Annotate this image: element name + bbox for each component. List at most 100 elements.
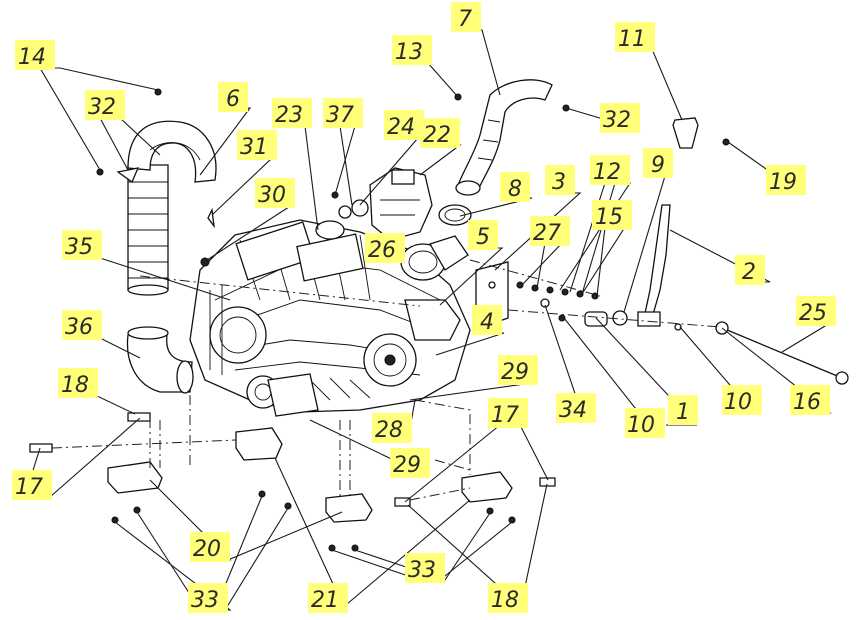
callout-highlight (498, 355, 538, 385)
callout-highlight (468, 220, 498, 250)
callout-28: 28 (372, 413, 412, 443)
callout-highlight (420, 118, 460, 148)
callout-highlight (237, 130, 277, 160)
intake-tube (127, 164, 169, 296)
callout-highlight (323, 98, 363, 128)
callout-highlight (15, 40, 55, 70)
throttle-body (315, 167, 433, 241)
engine-block (189, 219, 471, 413)
callout-highlight (615, 22, 655, 52)
fasteners-row (516, 281, 599, 300)
callout-21: 21 (308, 583, 348, 613)
callout-27: 27 (530, 216, 570, 246)
callout-highlight (488, 398, 528, 428)
shift-lever (637, 204, 671, 327)
callout-21-label: 21 (311, 588, 339, 613)
callout-highlight (556, 393, 596, 423)
callout-13: 13 (392, 35, 432, 65)
callout-7-label: 7 (458, 7, 472, 32)
callout-24: 24 (384, 110, 424, 140)
callout-highlight (722, 385, 762, 415)
callout-32b-label: 32 (603, 108, 631, 133)
callout-18a: 18 (58, 368, 98, 398)
callout-15-label: 15 (595, 205, 623, 230)
shift-knob (672, 117, 730, 149)
callout-32a-label: 32 (88, 95, 116, 120)
callout-32a: 32 (85, 90, 125, 120)
callout-23-label: 23 (275, 103, 303, 128)
callout-23: 23 (272, 98, 312, 128)
callout-highlight (384, 110, 424, 140)
callout-3-label: 3 (552, 170, 566, 195)
callout-highlight (308, 583, 348, 613)
upper-duct (455, 79, 553, 196)
callout-highlight (372, 413, 412, 443)
callout-4: 4 (472, 305, 502, 335)
callout-27-label: 27 (533, 221, 561, 246)
callout-highlight (272, 98, 312, 128)
callout-37: 37 (323, 98, 363, 128)
lower-elbow (126, 326, 194, 394)
callout-highlight (85, 90, 125, 120)
callout-33a-label: 33 (191, 588, 219, 613)
callout-29a-label: 29 (501, 360, 529, 385)
callout-8: 8 (500, 172, 530, 202)
engine-mounts (107, 373, 513, 523)
callout-29b-label: 29 (393, 453, 421, 478)
elbow-duct (116, 120, 217, 183)
callout-10a-label: 10 (627, 413, 655, 438)
callout-11-label: 11 (618, 27, 646, 52)
callout-20: 20 (190, 532, 230, 562)
callout-highlight (218, 82, 248, 112)
assembly-lines (51, 259, 721, 501)
callout-highlight (472, 305, 502, 335)
callout-highlight (735, 255, 765, 285)
callout-33b-label: 33 (408, 558, 436, 583)
callout-18b-label: 18 (491, 588, 519, 613)
callout-28-label: 28 (375, 418, 403, 443)
callout-17b-label: 17 (491, 403, 519, 428)
callout-12-label: 12 (593, 160, 621, 185)
callout-8-label: 8 (508, 177, 522, 202)
callout-14-label: 14 (18, 45, 46, 70)
callout-highlight (590, 155, 630, 185)
callout-highlight (365, 233, 405, 263)
callout-10b-label: 10 (724, 390, 752, 415)
callout-33b: 33 (405, 553, 445, 583)
callout-highlight (668, 395, 698, 425)
mount-fasteners (29, 88, 570, 552)
callout-highlight (12, 470, 52, 500)
callout-5: 5 (468, 220, 498, 250)
callout-highlight (500, 172, 530, 202)
callout-16-label: 16 (793, 390, 821, 415)
callout-34-label: 34 (559, 398, 587, 423)
callout-15: 15 (592, 200, 632, 230)
callout-22: 22 (420, 118, 460, 148)
callout-highlight (58, 368, 98, 398)
callout-35: 35 (62, 230, 102, 260)
callout-2-label: 2 (742, 260, 756, 285)
callout-29a: 29 (498, 355, 538, 385)
callout-11: 11 (615, 22, 655, 52)
callout-14: 14 (15, 40, 55, 70)
callout-13-label: 13 (395, 40, 423, 65)
callout-35-label: 35 (65, 235, 93, 260)
callout-25-label: 25 (799, 301, 827, 326)
callout-29b: 29 (390, 448, 430, 478)
callout-highlight (796, 296, 836, 326)
callout-7: 7 (451, 2, 481, 32)
callout-18b: 18 (488, 583, 528, 613)
callout-highlight (766, 165, 806, 195)
callouts: 1 2 3 4 5 6 7 8 9 10 10 11 12 13 14 15 1… (12, 2, 836, 613)
callout-highlight (625, 408, 665, 438)
callout-10b: 10 (722, 385, 762, 415)
callout-32b: 32 (600, 103, 640, 133)
callout-highlight (643, 148, 673, 178)
callout-1-label: 1 (676, 400, 690, 425)
callout-30-label: 30 (258, 183, 286, 208)
callout-26: 26 (365, 233, 405, 263)
callout-highlight (62, 310, 102, 340)
callout-highlight (488, 583, 528, 613)
callout-10a: 10 (625, 408, 665, 438)
callout-3: 3 (545, 165, 575, 195)
